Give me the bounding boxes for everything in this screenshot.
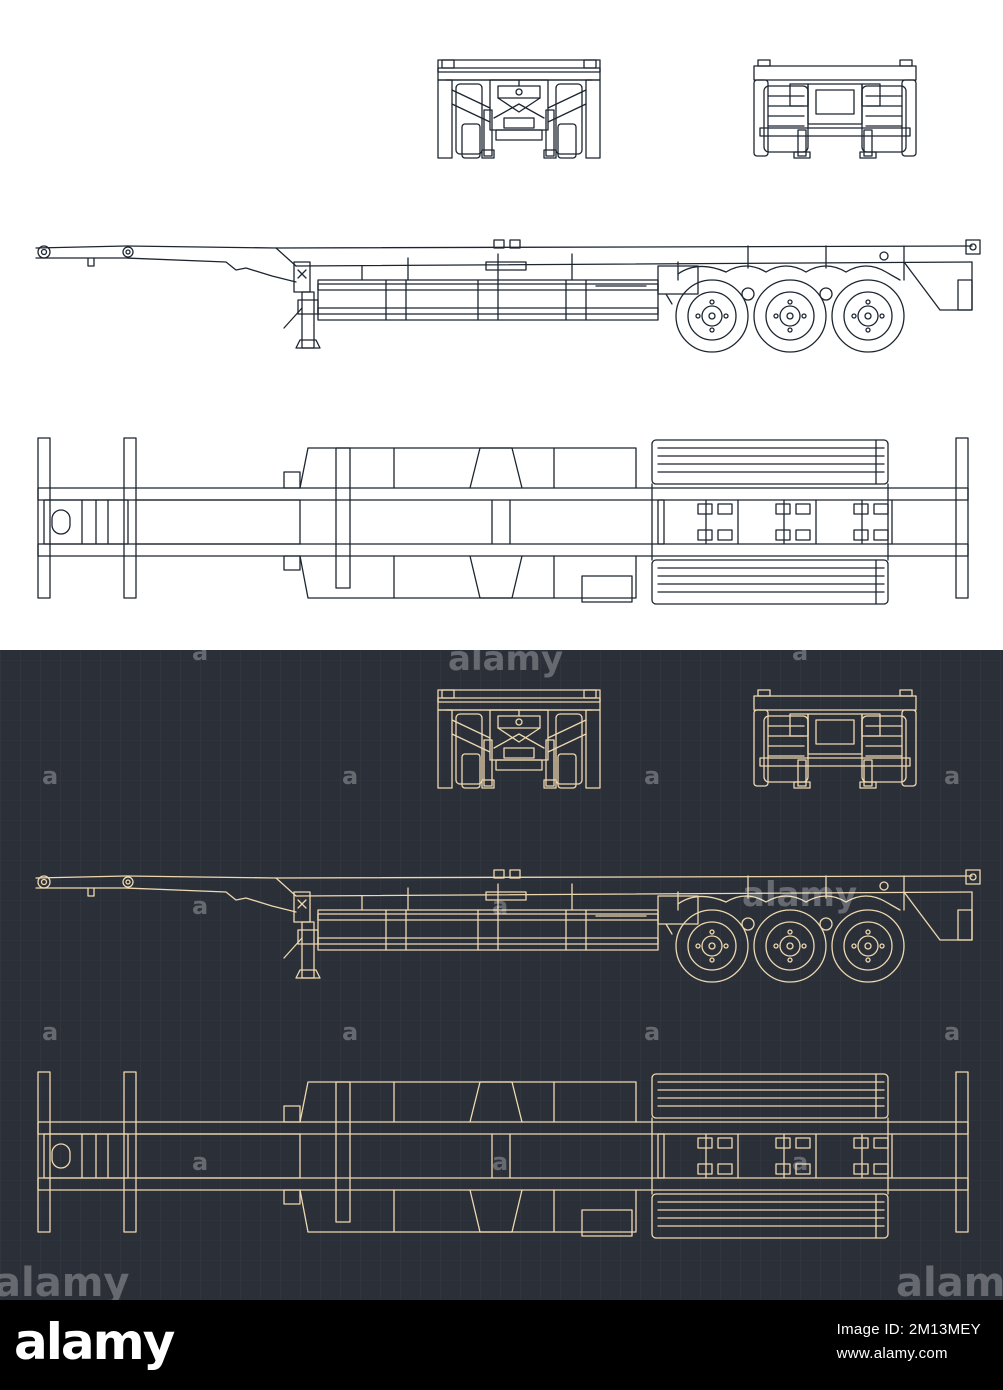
watermark-small: a: [42, 1018, 58, 1046]
watermark-small: a: [192, 1148, 208, 1176]
watermark-small: a: [792, 1148, 808, 1176]
light-panel-background: [0, 0, 1003, 650]
blueprint-panel: alamy alamy alamy alamy a a a a a a a a …: [0, 638, 1003, 1300]
watermark-small: a: [644, 762, 660, 790]
watermark-marks: alamy alamy alamy alamy a a a a a a a a …: [0, 638, 1003, 1300]
light-panel: [0, 0, 1003, 650]
trailer-technical-drawings: alamy alamy alamy alamy a a a a a a a a …: [0, 0, 1003, 1300]
site-url: www.alamy.com: [836, 1345, 948, 1362]
watermark-small: a: [192, 892, 208, 920]
image-id: Image ID: 2M13MEY: [836, 1321, 981, 1338]
watermark-small: a: [492, 1148, 508, 1176]
watermark-small: a: [792, 638, 808, 666]
watermark-text: alamy: [0, 1260, 129, 1300]
watermark-small: a: [644, 1018, 660, 1046]
stock-footer: alamy Image ID: 2M13MEY www.alamy.com: [0, 1300, 1003, 1390]
watermark-small: a: [192, 638, 208, 666]
watermark-small: a: [944, 762, 960, 790]
watermark-text: alamy: [448, 639, 563, 679]
watermark-small: a: [342, 762, 358, 790]
alamy-logo: alamy: [14, 1313, 175, 1371]
watermark-text: alamy: [896, 1260, 1003, 1300]
image-info: Image ID: 2M13MEY www.alamy.com: [837, 1318, 981, 1366]
watermark-small: a: [492, 892, 508, 920]
watermark-small: a: [342, 1018, 358, 1046]
watermark-small: a: [944, 1018, 960, 1046]
watermark-text: alamy: [742, 875, 857, 915]
watermark-small: a: [42, 762, 58, 790]
